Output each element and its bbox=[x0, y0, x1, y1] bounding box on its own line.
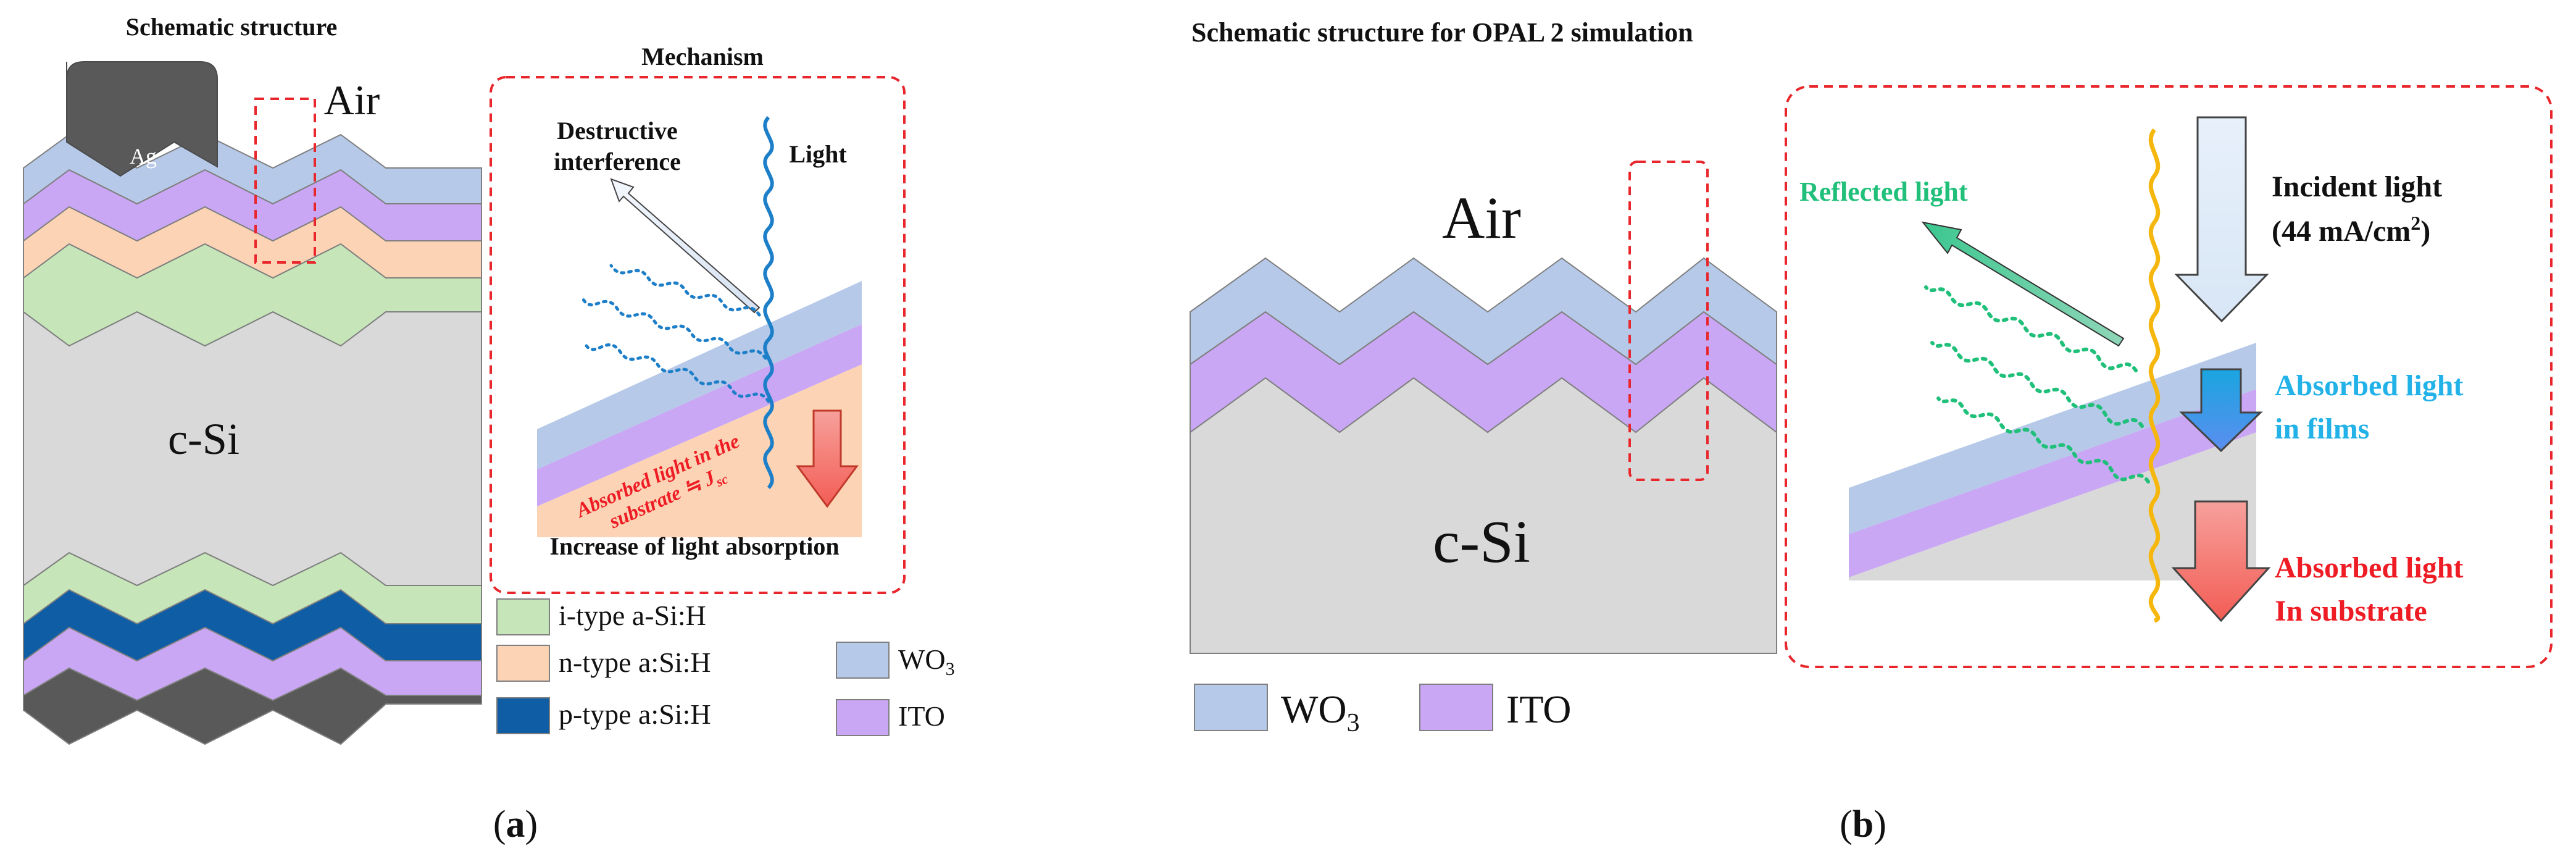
panel-a-title: Schematic structure bbox=[126, 13, 338, 41]
legend-label-ito-b: ITO bbox=[1506, 687, 1571, 731]
legend-label-wo3-b: WO3 bbox=[1281, 687, 1360, 737]
panel-b: Schematic structure for OPAL 2 simulatio… bbox=[1190, 17, 2553, 845]
legend-label-wo3-a-main: WO bbox=[898, 643, 946, 675]
legend-label-wo3-a-sub: 3 bbox=[946, 659, 955, 679]
substrate-arrow bbox=[2171, 500, 2271, 622]
legend-item-n-type: n-type a:Si:H bbox=[496, 645, 711, 682]
absorbed-films-label-1: Absorbed light bbox=[2275, 369, 2463, 402]
legend-item-ito-a: ITO bbox=[836, 699, 945, 736]
incident-label-2-pre: (44 mA/cm bbox=[2272, 215, 2411, 248]
caption-b-close: ) bbox=[1874, 803, 1886, 845]
legend-label-wo3-b-main: WO bbox=[1281, 687, 1347, 731]
csi-label-b: c-Si bbox=[1433, 509, 1530, 576]
zoom-box-b bbox=[1628, 161, 1709, 481]
legend-item-p-type: p-type a:Si:H bbox=[496, 697, 711, 734]
reflected-arrow bbox=[1921, 221, 2125, 347]
caption-b-letter: b bbox=[1853, 803, 1874, 845]
absorption-arrow-a bbox=[796, 409, 859, 508]
legend-item-wo3-b: WO3 bbox=[1194, 684, 1360, 737]
absorbed-films-label-2: in films bbox=[2275, 413, 2369, 445]
caption-a: (a) bbox=[493, 803, 538, 845]
increase-absorption-label: Increase of light absorption bbox=[549, 532, 839, 560]
ag-electrode: Ag bbox=[66, 61, 218, 177]
mechanism-slab bbox=[537, 281, 862, 537]
reflected-dotted-waves bbox=[581, 264, 770, 403]
zoom-box-a bbox=[254, 98, 316, 264]
reflected-label: Reflected light bbox=[1799, 177, 1968, 207]
legend-label-p-type: p-type a:Si:H bbox=[559, 698, 711, 730]
caption-b-open: ( bbox=[1840, 803, 1853, 845]
caption-a-close: ) bbox=[525, 803, 538, 845]
cell-stack bbox=[23, 133, 482, 745]
destructive-arrow bbox=[610, 178, 761, 314]
absorbed-substrate-b-label-1: Absorbed light bbox=[2275, 551, 2463, 584]
legend-label-n-type: n-type a:Si:H bbox=[559, 647, 711, 678]
caption-b: (b) bbox=[1840, 803, 1886, 845]
light-label-a: Light bbox=[789, 140, 847, 168]
legend-item-ito-b: ITO bbox=[1419, 684, 1571, 731]
air-label-a: Air bbox=[324, 77, 380, 124]
destructive-label-1: Destructive bbox=[557, 117, 677, 145]
films-arrow bbox=[2179, 368, 2263, 453]
csi-label-a: c-Si bbox=[168, 414, 240, 464]
legend-item-wo3-a: WO3 bbox=[836, 642, 955, 679]
legend-label-wo3-b-sub: 3 bbox=[1347, 709, 1360, 737]
ag-label: Ag bbox=[130, 144, 157, 169]
legend-b: WO3 ITO bbox=[1194, 684, 1571, 737]
legend-a: i-type a-Si:H n-type a:Si:H p-type a:Si:… bbox=[496, 598, 955, 736]
caption-a-open: ( bbox=[493, 803, 506, 845]
light-wave-a bbox=[763, 115, 774, 490]
caption-a-letter: a bbox=[506, 803, 525, 845]
simulation-detail-box bbox=[1785, 85, 2553, 668]
incident-label-2: (44 mA/cm2) bbox=[2272, 212, 2430, 248]
incident-label-2-sup: 2 bbox=[2411, 212, 2420, 234]
incident-label-2-post: ) bbox=[2420, 215, 2430, 248]
absorbed-substrate-b-label-2: In substrate bbox=[2275, 595, 2427, 627]
reflected-green-waves bbox=[1924, 285, 2150, 484]
incident-label-1: Incident light bbox=[2272, 170, 2442, 203]
destructive-label-2: interference bbox=[554, 148, 681, 175]
legend-label-wo3-a: WO3 bbox=[898, 643, 955, 679]
csi-bulk-a bbox=[23, 311, 482, 587]
legend-item-i-type: i-type a-Si:H bbox=[496, 598, 706, 635]
legend-label-i-type: i-type a-Si:H bbox=[559, 600, 706, 631]
legend-label-ito-a: ITO bbox=[898, 700, 945, 732]
light-wave-b bbox=[2148, 128, 2161, 623]
incident-arrow bbox=[2174, 116, 2269, 323]
panel-a: Schematic structure Ag A bbox=[23, 13, 955, 845]
mechanism-title: Mechanism bbox=[641, 43, 764, 70]
simulation-stack bbox=[1190, 257, 1777, 654]
air-label-b: Air bbox=[1442, 185, 1521, 251]
panel-b-title: Schematic structure for OPAL 2 simulatio… bbox=[1191, 17, 1693, 48]
